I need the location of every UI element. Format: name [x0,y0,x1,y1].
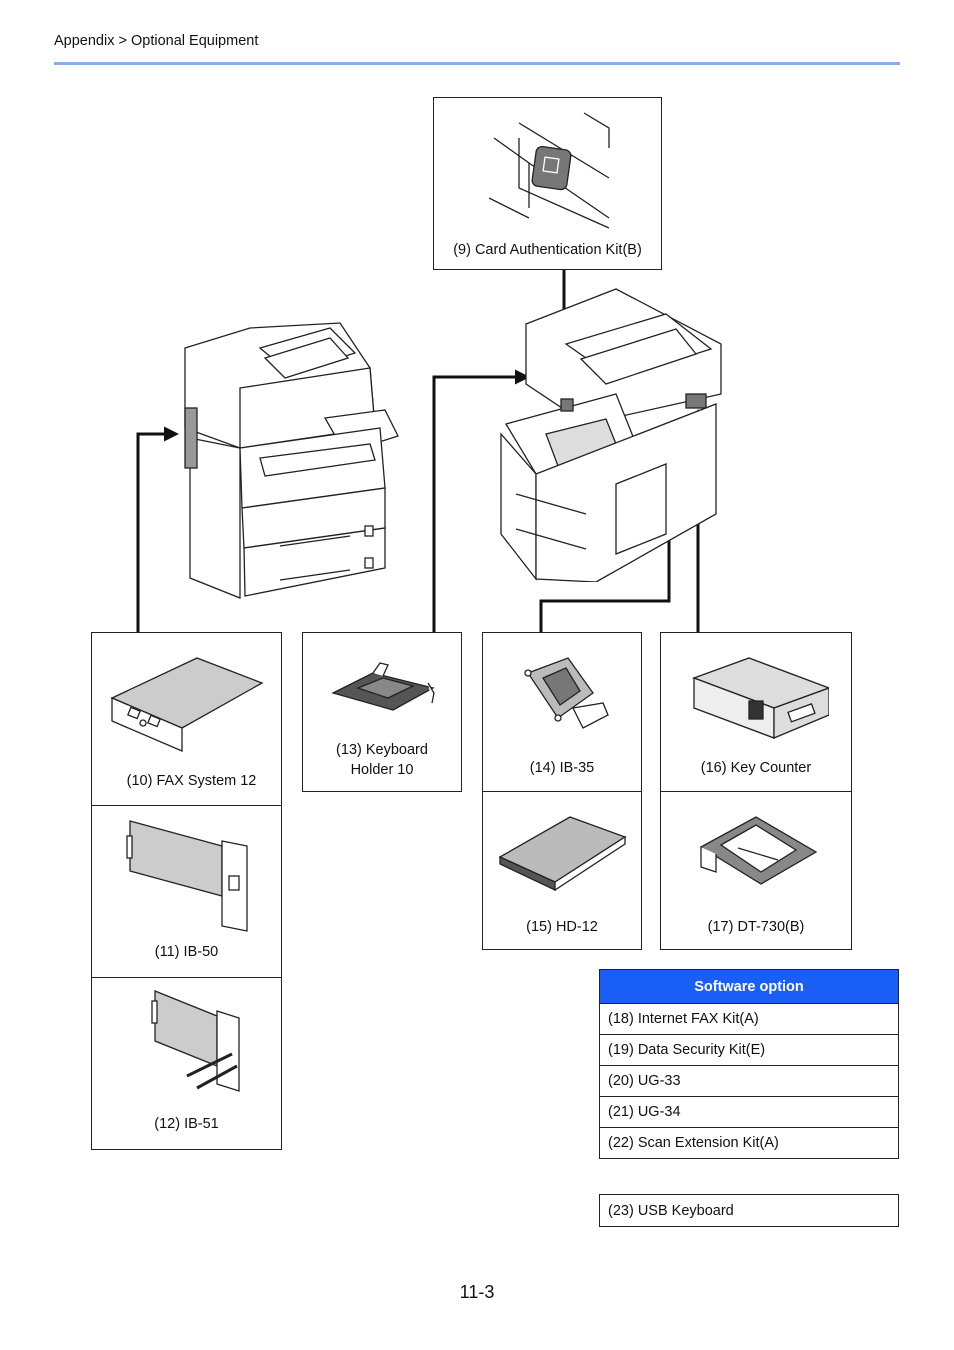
ib35-module-illustration [524,657,609,729]
hd12-drive-illustration [498,816,627,892]
software-row: (18) Internet FAX Kit(A) [599,1003,899,1035]
card-authentication-kit-box: (9) Card Authentication Kit(B) [433,97,662,270]
software-row: (21) UG-34 [599,1096,899,1128]
usb-keyboard-table: (23) USB Keyboard [599,1194,899,1227]
keyboard-holder-label-line2: Holder 10 [350,762,414,778]
hd12-box: (15) HD-12 [482,791,642,950]
software-row: (19) Data Security Kit(E) [599,1034,899,1066]
software-row: (20) UG-33 [599,1065,899,1097]
dt730-tray-illustration [699,816,818,885]
card-reader-illustration [489,112,610,229]
usb-keyboard-label: (23) USB Keyboard [599,1194,899,1227]
dt730-label: (17) DT-730(B) [707,919,805,935]
key-counter-box: (16) Key Counter [660,632,852,792]
header-rule [54,62,900,65]
software-option-header: Software option [599,969,899,1004]
fax-system-label: (10) FAX System 12 [126,773,257,789]
key-counter-illustration [692,657,829,739]
fax-board-illustration [110,657,264,752]
software-row: (22) Scan Extension Kit(A) [599,1127,899,1159]
dt730-box: (17) DT-730(B) [660,791,852,950]
ib51-label: (12) IB-51 [154,1116,219,1132]
printer-left-illustration [184,322,399,599]
printer-right-illustration [500,288,722,582]
breadcrumb: Appendix > Optional Equipment [54,33,259,49]
ib50-label: (11) IB-50 [154,944,219,960]
card-authentication-kit-label: (9) Card Authentication Kit(B) [453,242,642,258]
page-number: 11-3 [459,1282,495,1302]
ib50-box: (11) IB-50 [91,805,282,978]
ib35-label: (14) IB-35 [529,760,595,776]
keyboard-holder-illustration [331,662,435,711]
ib35-box: (14) IB-35 [482,632,642,792]
key-counter-label: (16) Key Counter [700,760,812,776]
hd12-label: (15) HD-12 [526,919,598,935]
software-option-table: Software option (18) Internet FAX Kit(A)… [599,969,899,1159]
ib51-box: (12) IB-51 [91,977,282,1150]
fax-system-box: (10) FAX System 12 [91,632,282,806]
ib50-board-illustration [126,820,248,932]
keyboard-holder-box: (13) Keyboard Holder 10 [302,632,462,792]
keyboard-holder-label-line1: (13) Keyboard [336,742,428,758]
ib51-board-illustration [151,990,240,1092]
